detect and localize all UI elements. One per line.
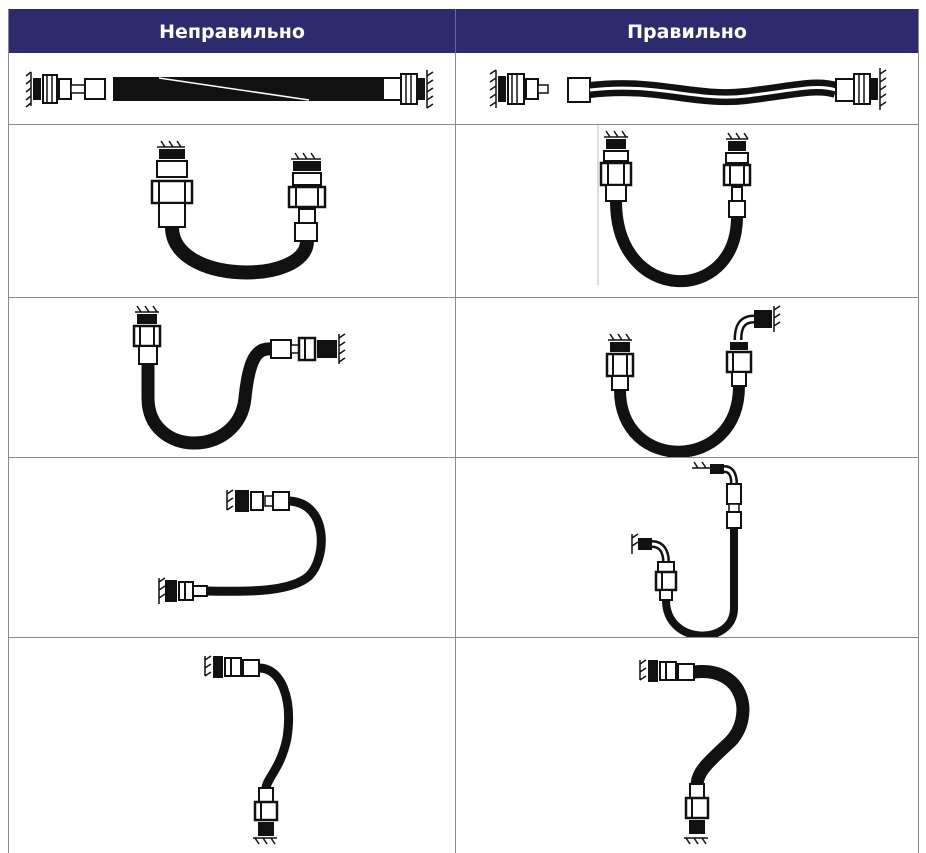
wall-hatch-right: [427, 70, 433, 108]
illustration-drop-correct: [456, 638, 918, 853]
illustration-u-bend-correct: [456, 125, 918, 297]
comparison-table: Неправильно Правильно: [8, 9, 919, 853]
illustration-offset-correct: [456, 298, 918, 457]
illustration-offset-incorrect: [9, 298, 455, 457]
illustration-loop-incorrect: [9, 458, 455, 637]
table-header: Неправильно Правильно: [9, 9, 918, 53]
illustration-u-bend-incorrect: [9, 125, 455, 297]
illustration-loop-correct: [456, 458, 918, 637]
illustration-straight-incorrect: [9, 54, 455, 124]
header-incorrect: Неправильно: [9, 9, 455, 53]
header-correct: Правильно: [456, 9, 918, 53]
illustration-straight-correct: [456, 54, 918, 124]
illustration-drop-incorrect: [9, 638, 455, 853]
wall-hatch-left: [26, 72, 31, 107]
